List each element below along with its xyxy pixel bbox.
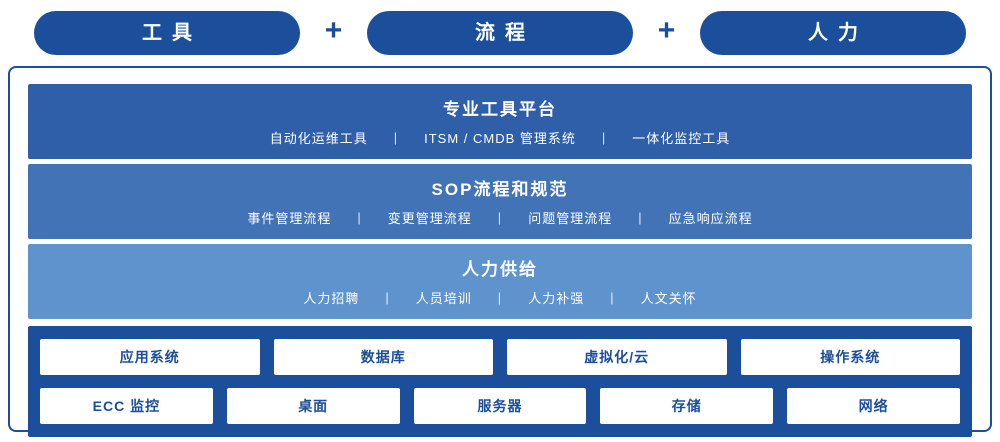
layer-items: 人力招聘 | 人员培训 | 人力补强 | 人文关怀 bbox=[38, 288, 962, 307]
item-divider: | bbox=[601, 130, 607, 145]
layer-item: 人力补强 bbox=[528, 291, 585, 306]
grid-row-1: 应用系统 数据库 虚拟化/云 操作系统 bbox=[40, 339, 960, 375]
grid-cell-ecc-monitoring: ECC 监控 bbox=[40, 388, 213, 424]
item-divider: | bbox=[610, 290, 615, 305]
layer-item: 事件管理流程 bbox=[247, 211, 332, 226]
layer-item: 人力招聘 bbox=[303, 291, 360, 306]
pill-tools: 工具 bbox=[34, 11, 300, 55]
main-frame: 专业工具平台 自动化运维工具 | ITSM / CMDB 管理系统 | 一体化监… bbox=[8, 66, 992, 437]
item-divider: | bbox=[638, 210, 643, 225]
item-divider: | bbox=[497, 210, 503, 225]
pill-manpower: 人力 bbox=[700, 11, 966, 55]
grid-cell-app-systems: 应用系统 bbox=[40, 339, 260, 375]
grid-cell-virtualization-cloud: 虚拟化/云 bbox=[507, 339, 727, 375]
grid-cell-database: 数据库 bbox=[273, 339, 493, 375]
grid-cell-storage: 存储 bbox=[600, 388, 774, 424]
grid-cell-desktop: 桌面 bbox=[226, 388, 400, 424]
infrastructure-grid: 应用系统 数据库 虚拟化/云 操作系统 ECC 监控 桌面 服务器 存储 网络 bbox=[28, 326, 972, 437]
layer-item: 问题管理流程 bbox=[528, 211, 613, 226]
layer-manpower-supply: 人力供给 人力招聘 | 人员培训 | 人力补强 | 人文关怀 bbox=[28, 244, 972, 319]
item-divider: | bbox=[385, 290, 390, 305]
grid-cell-network: 网络 bbox=[787, 388, 960, 424]
layer-item: 人文关怀 bbox=[640, 291, 697, 306]
layer-title: 人力供给 bbox=[462, 260, 538, 279]
layer-tool-platform: 专业工具平台 自动化运维工具 | ITSM / CMDB 管理系统 | 一体化监… bbox=[28, 84, 972, 159]
item-divider: | bbox=[497, 290, 503, 305]
grid-cell-server: 服务器 bbox=[413, 388, 587, 424]
layer-item: ITSM / CMDB 管理系统 bbox=[424, 131, 576, 146]
layer-item: 人员培训 bbox=[415, 291, 472, 306]
layer-item: 应急响应流程 bbox=[668, 211, 753, 226]
layer-items: 自动化运维工具 | ITSM / CMDB 管理系统 | 一体化监控工具 bbox=[38, 128, 962, 147]
layer-items: 事件管理流程 | 变更管理流程 | 问题管理流程 | 应急响应流程 bbox=[38, 208, 962, 227]
layer-sop-process: SOP流程和规范 事件管理流程 | 变更管理流程 | 问题管理流程 | 应急响应… bbox=[28, 164, 972, 239]
item-divider: | bbox=[393, 130, 399, 145]
pill-process: 流程 bbox=[367, 11, 633, 55]
item-divider: | bbox=[357, 210, 362, 225]
plus-separator-1: + bbox=[324, 14, 343, 47]
grid-row-2: ECC 监控 桌面 服务器 存储 网络 bbox=[40, 388, 960, 424]
layer-item: 自动化运维工具 bbox=[269, 131, 368, 146]
header-row: 工具 + 流程 + 人力 bbox=[0, 0, 1000, 66]
layer-item: 一体化监控工具 bbox=[632, 131, 731, 146]
layer-title: 专业工具平台 bbox=[443, 100, 557, 119]
layer-title: SOP流程和规范 bbox=[431, 180, 569, 199]
layer-item: 变更管理流程 bbox=[387, 211, 472, 226]
grid-cell-operating-system: 操作系统 bbox=[740, 339, 960, 375]
plus-separator-2: + bbox=[657, 14, 676, 47]
